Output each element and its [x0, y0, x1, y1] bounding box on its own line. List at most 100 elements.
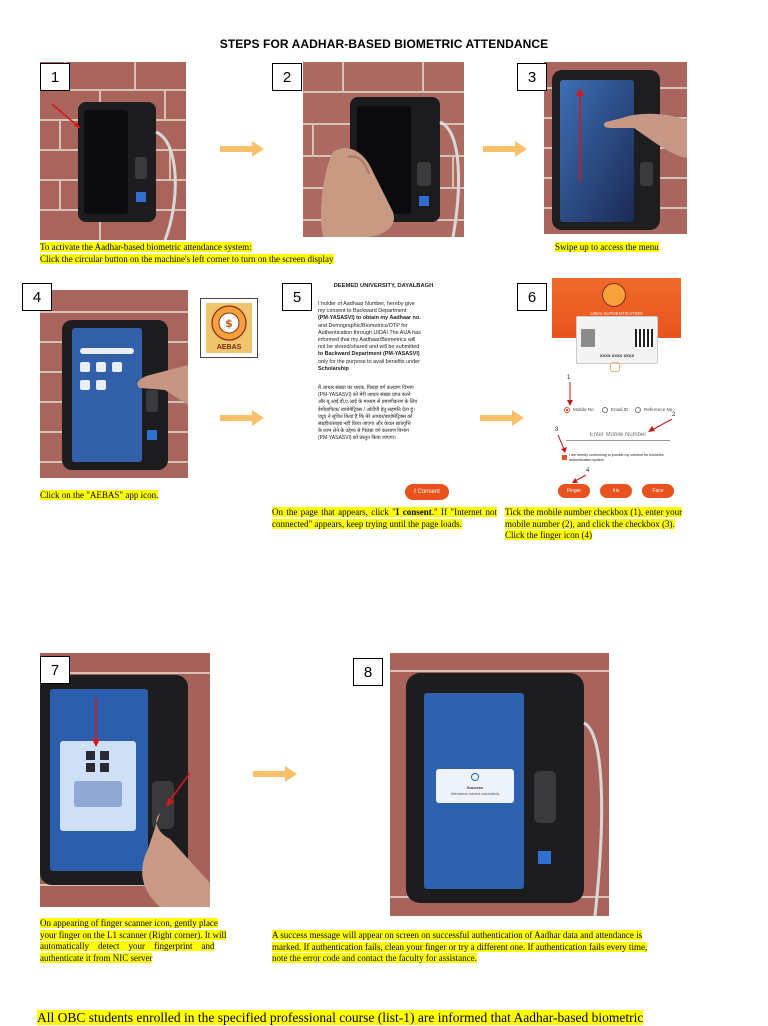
mobile-no-label: Mobile No: [573, 407, 594, 412]
svg-text:$: $: [225, 317, 233, 330]
step-number-5: 5: [282, 283, 312, 311]
consent-header: DEEMED UNIVERSITY, DAYALBAGH: [333, 283, 434, 289]
step-8-caption: A success message will appear on screen …: [272, 930, 732, 965]
email-id-radio[interactable]: [602, 407, 608, 413]
step-7-photo: [40, 653, 210, 907]
step-3-photo: [544, 62, 687, 234]
card-number: XXXX XXXX XXXX: [599, 353, 635, 358]
step-7-caption-line: your finger on the L1 scanner (Right cor…: [40, 929, 227, 940]
marker-3: 3: [555, 427, 559, 433]
step-3-caption-line: Swipe up to access the menu: [555, 242, 659, 252]
fingerprint-icon: [610, 362, 620, 372]
arrow-right-icon: [483, 141, 527, 157]
consent-line: Scholarship: [318, 365, 349, 372]
step-6-caption: Tick the mobile number checkbox (1), ent…: [505, 507, 725, 542]
consent-screen: DEEMED UNIVERSITY, DAYALBAGH I holder of…: [312, 281, 455, 503]
consent-hindi-line: के लाभ लेने के उद्देश्य से पिछड़ा वर्ग क…: [318, 428, 409, 435]
consent-hindi-line: (PM-YASASVI) को मेरी आधार संख्या प्राप्त…: [318, 392, 411, 399]
step-6-caption-line: Tick the mobile number checkbox (1), ent…: [505, 507, 683, 517]
consent-line: only for the purpose to avail benefits u…: [318, 358, 420, 365]
step-5-caption-bold: I consent: [395, 507, 432, 517]
consent-line: not be stored/shared and will be submitt…: [318, 344, 420, 351]
arrow-right-icon: [480, 410, 524, 426]
step-6-caption-line: mobile number (2), and click the checkbo…: [505, 518, 675, 529]
success-title: Success: [466, 785, 484, 790]
consent-hindi-line: डेमोग्राफिक/ बायोमेट्रिक्स / ओटीपी हेतु …: [318, 406, 415, 413]
step-4-caption: Click on the "AEBAS" app icon.: [40, 490, 240, 502]
consent-line: Authentication through UIDAI.The AUA has: [318, 329, 421, 336]
step-1-caption-line: To activate the Aadhar-based biometric a…: [40, 242, 252, 252]
option-row: Mobile No Email ID Reference No: [564, 406, 681, 416]
step-4-caption-line: Click on the "AEBAS" app icon.: [40, 490, 159, 500]
consent-hindi-line: संग्रहीत/साझा नहीं किया जाएगा और केवल छा…: [318, 421, 411, 428]
step-7-caption-line: automatically detect your fingerprint an…: [40, 941, 215, 951]
arrow-right-icon: [253, 766, 297, 782]
arrow-right-icon: [220, 410, 264, 426]
consent-line: informed that my Aadhaar/Biometrics will: [318, 337, 416, 344]
consent-line: I holder of Aadhaar Number, hereby give: [318, 301, 415, 307]
footer-text: All OBC students enrolled in the specifi…: [37, 1010, 644, 1025]
arrow-right-icon: [220, 141, 264, 157]
step-2-photo: [303, 62, 464, 237]
mobile-number-input[interactable]: [566, 430, 670, 441]
step-1-caption: To activate the Aadhar-based biometric a…: [40, 242, 440, 265]
footer-notice: All OBC students enrolled in the specifi…: [37, 1010, 757, 1026]
step-5-caption: On the page that appears, click "I conse…: [272, 507, 497, 530]
step-3-caption: Swipe up to access the menu: [555, 242, 735, 254]
card-photo: [581, 329, 595, 347]
step-1-photo: [40, 62, 186, 240]
card-qr-icon: [635, 329, 653, 347]
reference-no-radio[interactable]: [635, 407, 641, 413]
success-message: Attendance marked successfully: [450, 792, 500, 796]
consent-checkbox[interactable]: [562, 455, 567, 460]
step-number-2: 2: [272, 63, 302, 91]
finger-button[interactable]: Finger: [558, 484, 590, 498]
aadhaar-card-image: XXXX XXXX XXXX: [576, 316, 658, 364]
step-8-caption-line: marked. If authentication fails, clean y…: [272, 941, 648, 952]
step-8-caption-line: A success message will appear on screen …: [272, 930, 643, 940]
marker-3-arrow-icon: [557, 435, 567, 453]
email-id-label: Email ID: [611, 407, 629, 412]
reference-no-label: Reference No: [644, 407, 673, 412]
step-number-3: 3: [517, 63, 547, 91]
step-number-7: 7: [40, 656, 70, 684]
step-number-6: 6: [517, 283, 547, 311]
step-7-caption: On appearing of finger scanner icon, gen…: [40, 918, 264, 964]
auth-logo-icon: [602, 283, 626, 307]
step-4-photo: [40, 290, 188, 478]
step-6-caption-line: Click the finger icon (4): [505, 530, 592, 540]
i-consent-button[interactable]: I Consent: [405, 484, 449, 500]
consent-checkbox-label: I am hereby conforming to provide my con…: [569, 453, 664, 462]
auth-screen: UIDAI AUTHENTICATION XXXX XXXX XXXX 1 Mo…: [552, 278, 681, 500]
consent-hindi-text: मैं आधार संख्या का धारक, पिछड़ा वर्ग कल्…: [318, 385, 452, 443]
iris-button[interactable]: Iris: [600, 484, 632, 498]
marker-1-arrow-icon: [567, 382, 573, 406]
consent-english-text: I holder of Aadhaar Number, hereby give …: [318, 301, 452, 373]
step-8-caption-line: note the error code and contact the facu…: [272, 953, 477, 963]
step-1-caption-line: Click the circular button on the machine…: [40, 253, 334, 264]
step-5-caption-pre: On the page that appears, click ": [272, 507, 396, 517]
step-number-4: 4: [22, 283, 52, 311]
consent-hindi-line: मैं आधार संख्या का धारक, पिछड़ा वर्ग कल्…: [318, 385, 414, 391]
consent-hindi-line: और यू.आई.डी.ए.आई के माध्यम से प्रमाणीकरण…: [318, 399, 418, 406]
step-7-caption-line: authenticate it from NIC server: [40, 952, 153, 963]
page-title: STEPS FOR AADHAR-BASED BIOMETRIC ATTENDA…: [219, 37, 549, 51]
step-number-1: 1: [40, 63, 70, 91]
aebas-app-label: AEBAS: [216, 344, 242, 351]
marker-1: 1: [567, 375, 571, 381]
step-7-caption-line: On appearing of finger scanner icon, gen…: [40, 918, 218, 928]
marker-2: 2: [672, 412, 676, 418]
consent-hindi-line: (PM-YASASVI) को प्रस्तुत किया जाएगा।: [318, 435, 396, 442]
step-number-8: 8: [353, 658, 383, 686]
mobile-no-radio[interactable]: [564, 407, 570, 413]
consent-line: to Backward Department (PM-YASASVI): [318, 351, 420, 358]
marker-4-arrow-icon: [572, 474, 587, 483]
consent-line: my consent to Backward Department: [318, 308, 407, 315]
auth-header: UIDAI AUTHENTICATION: [590, 311, 643, 316]
aebas-app-icon: $ AEBAS: [200, 298, 258, 358]
face-button[interactable]: Face: [642, 484, 674, 498]
consent-line: and Demographic/Biometrics/OTP for: [318, 322, 408, 329]
step-8-photo: Success Attendance marked successfully: [390, 653, 609, 916]
marker-4: 4: [586, 468, 590, 474]
consent-hindi-line: एयूए ने सूचित किया है कि मेरे आधार/बायोम…: [318, 413, 413, 420]
